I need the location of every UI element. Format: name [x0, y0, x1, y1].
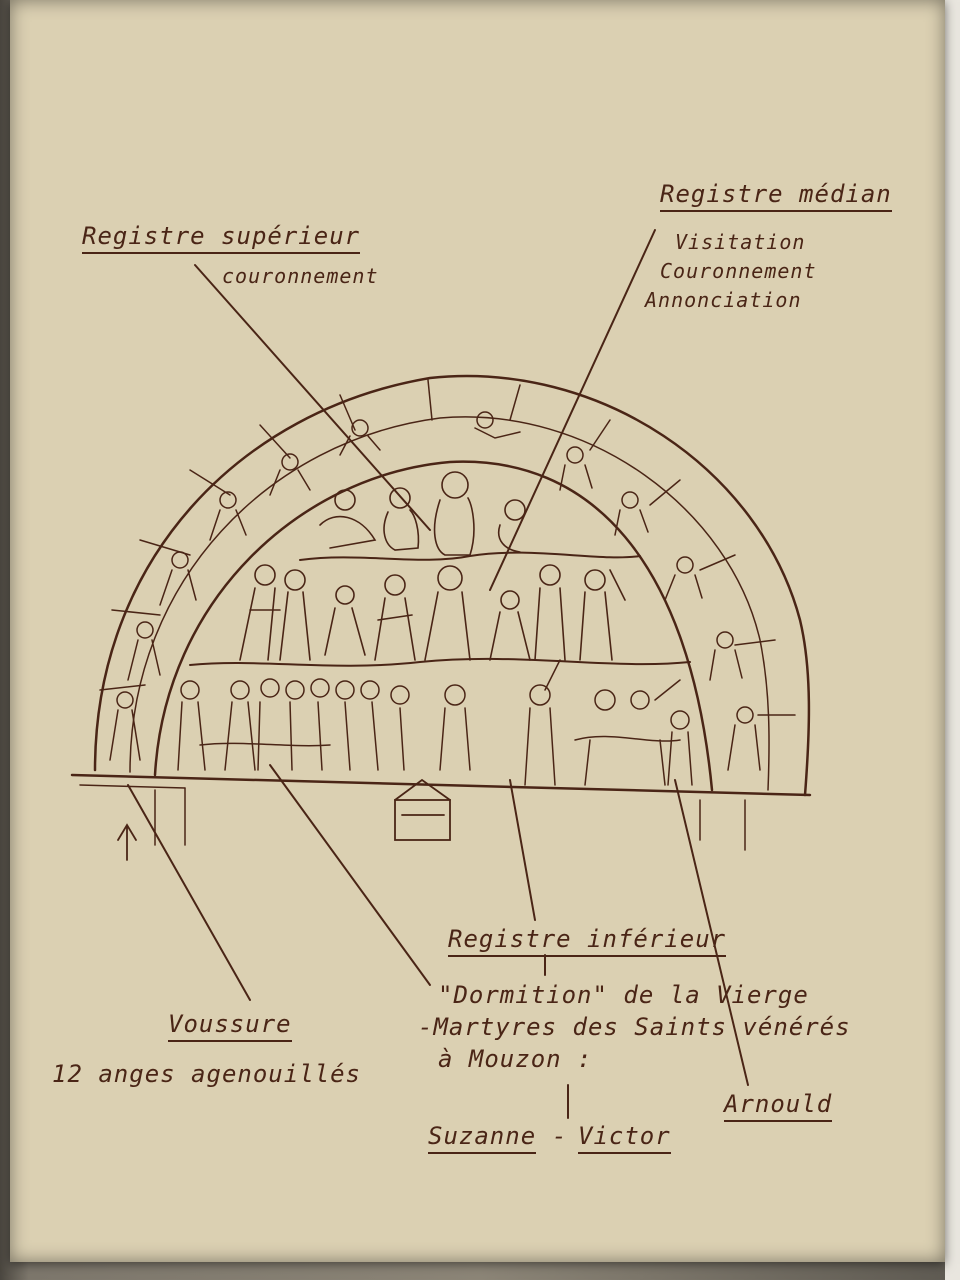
martyres-label-line1: -Martyres des Saints vénérés [418, 1013, 851, 1041]
shrine-sketch [394, 778, 451, 841]
median-item-annonciation: Annonciation [645, 288, 802, 312]
archivolt-line [129, 416, 770, 791]
voussure-angels [109, 411, 761, 771]
couronnement-superieur-label: couronnement [222, 264, 379, 288]
martyres-label-line2: à Mouzon : [438, 1045, 593, 1073]
page-edge-strip [945, 0, 960, 1280]
arrow-mark [117, 823, 137, 861]
arnould-label: Arnould [724, 1090, 833, 1122]
suzanne-label: Suzanne [428, 1122, 537, 1154]
leader-lines [127, 229, 749, 1119]
inferior-divider [189, 657, 691, 667]
registre-median-title: Registre médian [660, 180, 892, 212]
median-item-couronnement: Couronnement [660, 259, 817, 283]
name-separator: - [552, 1122, 568, 1150]
lintel-base [70, 773, 812, 797]
median-item-visitation: Visitation [675, 230, 806, 254]
inner-arch [153, 460, 714, 792]
registre-inferieur-title: Registre inférieur [448, 925, 727, 957]
figures-inferior [177, 659, 693, 786]
figures-superior [319, 471, 526, 556]
voussure-title: Voussure [168, 1010, 292, 1042]
figures-median [239, 564, 626, 661]
victor-label: Victor [578, 1122, 671, 1154]
dormition-label: "Dormition" de la Vierge [438, 981, 809, 1009]
anges-label: 12 anges agenouillés [52, 1060, 361, 1088]
registre-superieur-title: Registre supérieur [82, 222, 361, 254]
median-divider [299, 551, 641, 561]
outer-arch [93, 374, 811, 797]
